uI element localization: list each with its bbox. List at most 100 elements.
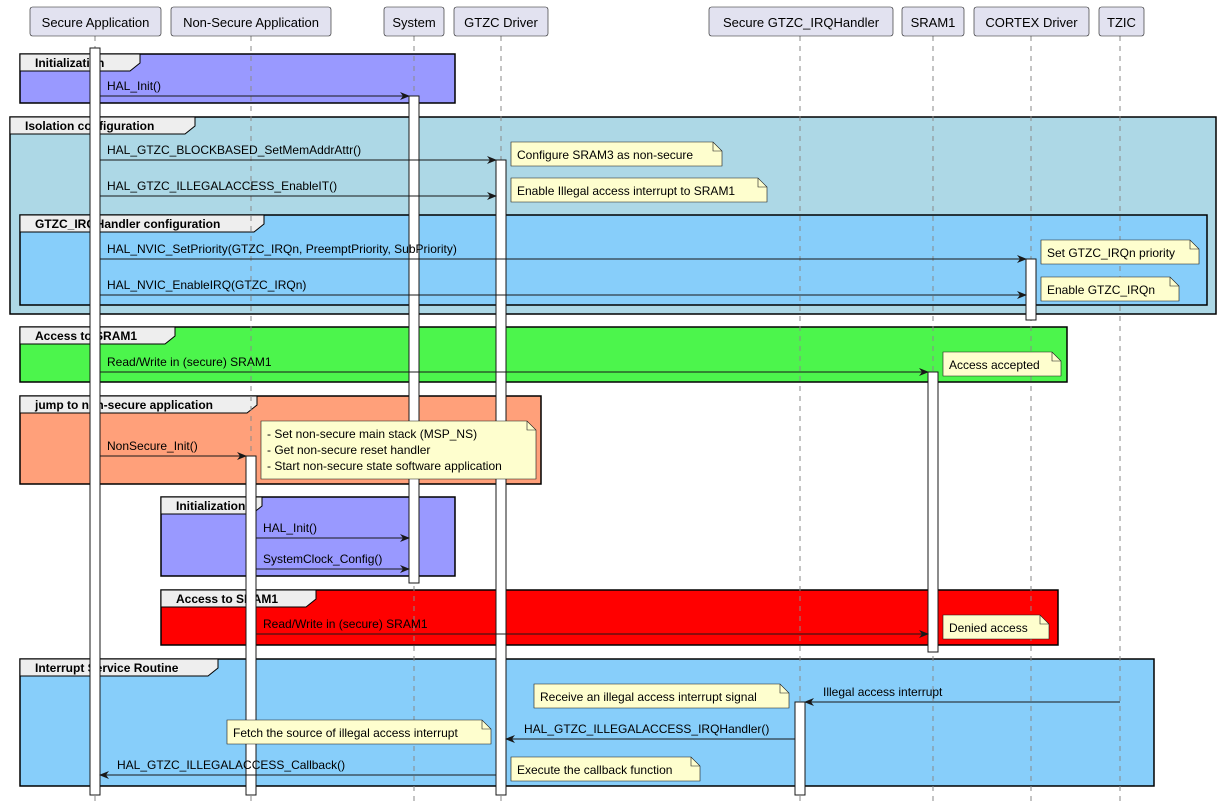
system-activation [408,95,420,584]
note-box [1040,239,1200,265]
secure-gtzc-irqhandler-activation [794,701,806,796]
note-line: Access accepted [949,358,1040,372]
participant-box [708,6,894,37]
group-title: jump to non-secure application [34,398,213,412]
note-box [260,420,537,480]
note-n6: - Set non-secure main stack (MSP_NS)- Ge… [260,420,537,480]
note-n5: Access accepted [942,351,1062,377]
group-irq-config: GTZC_IRQHandler configuration [19,214,1208,306]
group-title: Interrupt Service Routine [35,661,179,675]
group-access-denied: Access to SRAM1 [160,589,1059,646]
message-m2: HAL_GTZC_BLOCKBASED_SetMemAddrAttr() [100,143,497,164]
group-tab [9,116,196,135]
note-n2: Enable Illegal access interrupt to SRAM1 [510,177,768,203]
message-m1: HAL_Init() [100,79,410,100]
group-tab [19,53,141,72]
participant-box [901,6,965,37]
note-fold [690,757,700,767]
note-fold [1189,240,1199,250]
message-label: HAL_NVIC_EnableIRQ(GTZC_IRQn) [107,278,306,292]
participant-box [1098,6,1145,37]
participant-system: System [383,6,445,37]
note-line: Denied access [949,621,1028,635]
secure-application-activation [89,47,101,796]
message-m8: HAL_Init() [256,521,410,542]
group-frame [19,326,1068,383]
note-n7: Denied access [942,614,1050,640]
note-box [942,351,1062,377]
participant-box [383,6,445,37]
message-label: HAL_GTZC_ILLEGALACCESS_IRQHandler() [524,722,769,736]
group-tab [160,496,263,515]
participant-label: Secure GTZC_IRQHandler [723,15,880,30]
participant-label: SRAM1 [911,15,956,30]
message-m6: Read/Write in (secure) SRAM1 [100,355,929,376]
participant-tzic: TZIC [1098,6,1145,37]
group-tab [19,658,219,677]
message-label: HAL_GTZC_ILLEGALACCESS_EnableIT() [107,179,337,193]
cortex-driver-activation [1025,258,1037,321]
note-n9: Fetch the source of illegal access inter… [226,719,492,745]
participant-box [973,6,1090,37]
group-title: Access to SRAM1 [176,592,278,606]
sram1-activation [927,371,939,653]
participant-box [453,6,549,37]
note-fold [481,720,491,730]
note-line: Receive an illegal access interrupt sign… [540,690,757,704]
note-n3: Set GTZC_IRQn priority [1040,239,1200,265]
participant-label: TZIC [1107,15,1136,30]
group-tab [19,395,258,414]
participant-gtzc-driver: GTZC Driver [453,6,549,37]
participant-secure-gtzc-irqhandler: Secure GTZC_IRQHandler [708,6,894,37]
note-fold [1169,277,1179,287]
group-title: Access to SRAM1 [35,329,137,343]
message-label: Read/Write in (secure) SRAM1 [263,617,428,631]
note-box [942,614,1050,640]
note-box [1040,276,1180,302]
note-box [533,683,790,709]
note-box [226,719,492,745]
message-m7: NonSecure_Init() [100,439,247,460]
message-m11: Illegal access interrupt [804,685,1120,706]
note-line: Execute the callback function [517,763,672,777]
note-box [510,141,723,167]
group-tab [19,214,265,233]
note-line: Enable GTZC_IRQn [1047,283,1155,297]
message-m4: HAL_NVIC_SetPriority(GTZC_IRQn, PreemptP… [100,242,1027,263]
group-title: Initialization [176,499,245,513]
participant-label: Non-Secure Application [183,15,319,30]
note-n10: Execute the callback function [510,756,701,782]
message-label: HAL_GTZC_ILLEGALACCESS_Callback() [117,758,345,772]
note-box [510,177,768,203]
note-fold [1051,352,1061,362]
note-fold [526,421,536,431]
note-line: - Start non-secure state software applic… [267,459,502,473]
participant-secure-application: Secure Application [29,6,162,37]
group-tab [160,589,317,608]
note-n4: Enable GTZC_IRQn [1040,276,1180,302]
note-line: Fetch the source of illegal access inter… [233,726,458,740]
note-box [510,756,701,782]
participant-sram1: SRAM1 [901,6,965,37]
participant-label: CORTEX Driver [985,15,1078,30]
note-line: - Set non-secure main stack (MSP_NS) [267,427,477,441]
participant-label: System [392,15,435,30]
message-m5: HAL_NVIC_EnableIRQ(GTZC_IRQn) [100,278,1027,299]
message-label: HAL_GTZC_BLOCKBASED_SetMemAddrAttr() [107,143,361,157]
message-label: Read/Write in (secure) SRAM1 [107,355,272,369]
note-line: Set GTZC_IRQn priority [1047,246,1175,260]
note-line: Enable Illegal access interrupt to SRAM1 [517,184,735,198]
note-fold [1039,615,1049,625]
note-line: Configure SRAM3 as non-secure [517,148,693,162]
note-fold [779,684,789,694]
message-label: NonSecure_Init() [107,439,198,453]
message-m9: SystemClock_Config() [256,552,410,573]
participant-cortex-driver: CORTEX Driver [973,6,1090,37]
group-title: GTZC_IRQHandler configuration [35,217,220,231]
note-fold [757,178,767,188]
note-n1: Configure SRAM3 as non-secure [510,141,723,167]
message-label: HAL_NVIC_SetPriority(GTZC_IRQn, PreemptP… [107,242,457,256]
message-label: HAL_Init() [107,79,161,93]
message-m12: HAL_GTZC_ILLEGALACCESS_IRQHandler() [505,722,795,743]
participant-box [29,6,162,37]
